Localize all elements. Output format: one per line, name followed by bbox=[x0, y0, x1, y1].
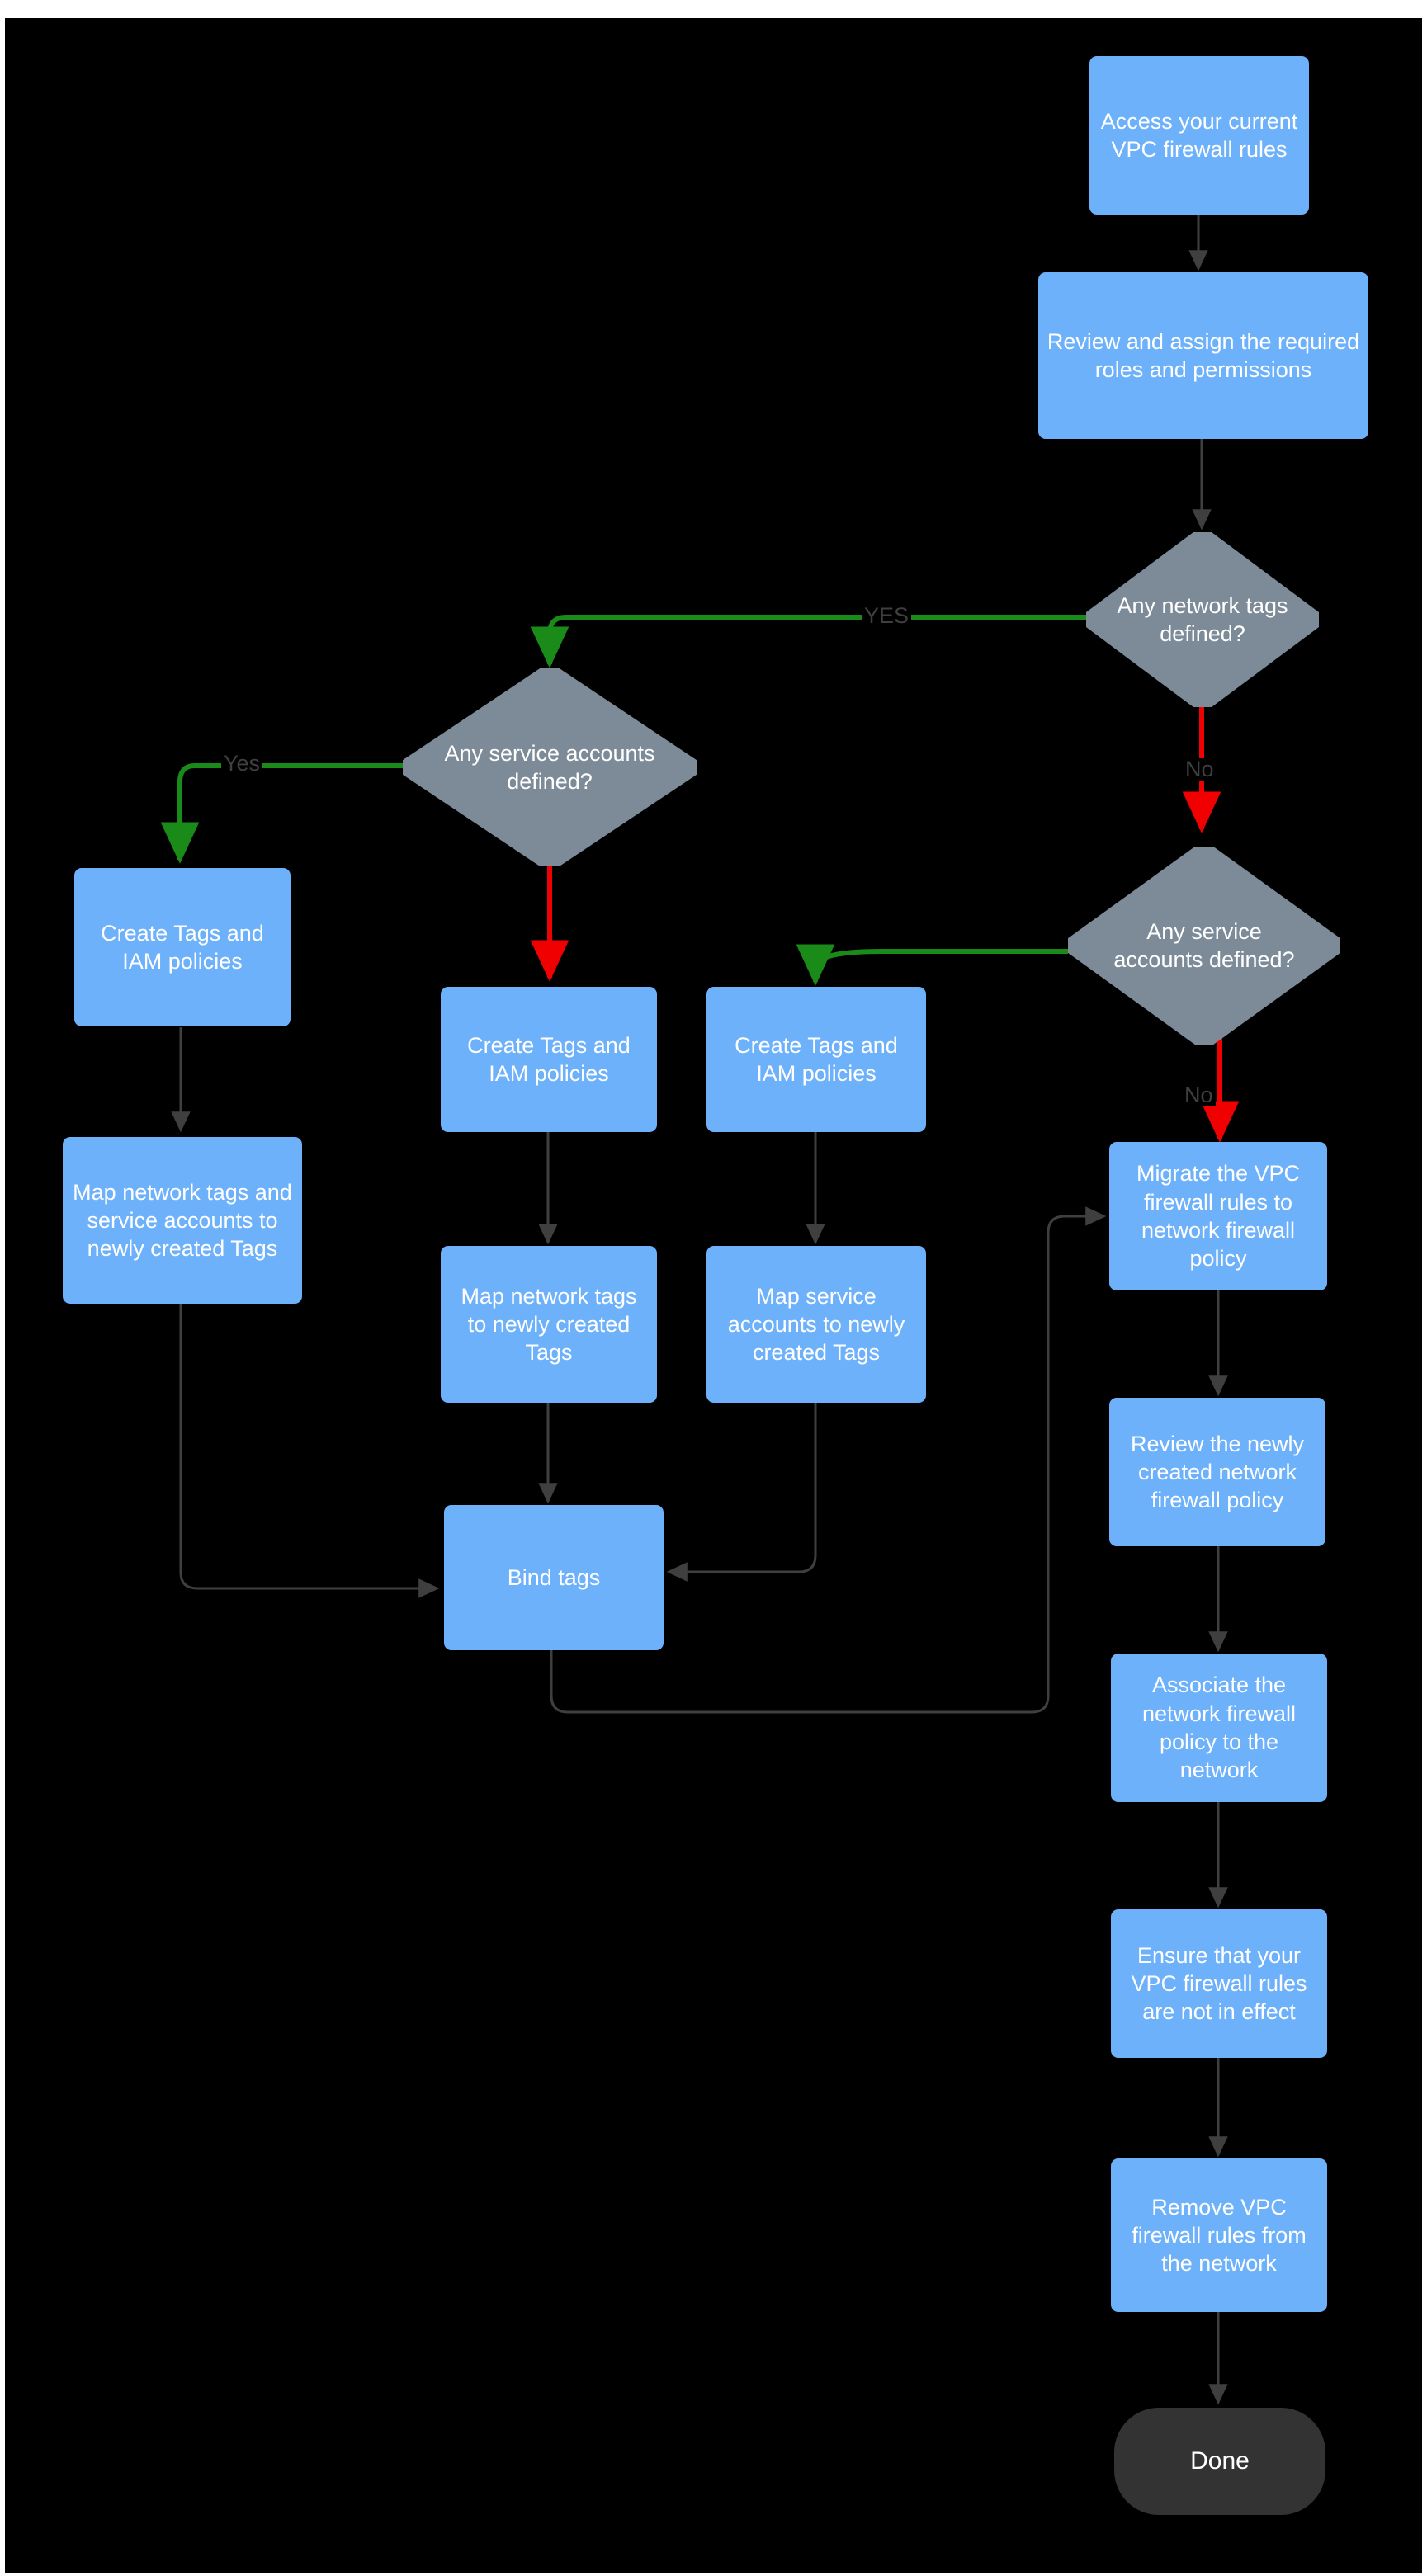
node-label: Create Tags and IAM policies bbox=[467, 1032, 631, 1086]
node-review-roles[interactable]: Review and assign the required roles and… bbox=[1038, 272, 1368, 439]
node-review-new-policy[interactable]: Review the newly created network firewal… bbox=[1109, 1398, 1325, 1546]
left-margin bbox=[0, 18, 5, 2576]
node-map-service-accounts[interactable]: Map service accounts to newly created Ta… bbox=[706, 1246, 926, 1403]
diamond-shape bbox=[403, 668, 697, 866]
node-any-service-accounts-defined-right[interactable]: Any service accounts defined? bbox=[1068, 847, 1340, 1045]
node-label: Migrate the VPC firewall rules to networ… bbox=[1136, 1161, 1301, 1271]
node-label: Ensure that your VPC firewall rules are … bbox=[1131, 1942, 1307, 2025]
node-done[interactable]: Done bbox=[1114, 2408, 1325, 2515]
node-any-service-accounts-defined-left[interactable]: Any service accounts defined? bbox=[403, 668, 697, 866]
node-associate-policy-to-network[interactable]: Associate the network firewall policy to… bbox=[1111, 1654, 1327, 1802]
node-label: Map network tags to newly created Tags bbox=[461, 1283, 637, 1366]
node-any-network-tags-defined[interactable]: Any network tags defined? bbox=[1086, 532, 1319, 707]
diamond-shape bbox=[1086, 532, 1319, 707]
node-label: Review and assign the required roles and… bbox=[1047, 328, 1360, 382]
node-access[interactable]: Access your current VPC firewall rules bbox=[1089, 56, 1309, 215]
edge-label-tags-yes: YES bbox=[862, 605, 912, 627]
node-label: Create Tags and IAM policies bbox=[735, 1032, 898, 1086]
node-label: Associate the network firewall policy to… bbox=[1141, 1673, 1297, 1783]
top-margin bbox=[0, 0, 1427, 18]
node-ensure-rules-not-in-effect[interactable]: Ensure that your VPC firewall rules are … bbox=[1111, 1909, 1327, 2058]
right-margin bbox=[1422, 18, 1427, 2576]
node-create-tags-iam-right[interactable]: Create Tags and IAM policies bbox=[706, 987, 926, 1132]
node-label: Remove VPC firewall rules from the netwo… bbox=[1132, 2194, 1307, 2276]
edge-label-tags-no: No bbox=[1183, 758, 1217, 781]
node-create-tags-iam-left[interactable]: Create Tags and IAM policies bbox=[74, 868, 291, 1026]
edge-label-service-left-yes: Yes bbox=[221, 753, 263, 775]
node-bind-tags[interactable]: Bind tags bbox=[444, 1505, 664, 1650]
node-label: Review the newly created network firewal… bbox=[1130, 1431, 1305, 1513]
node-label: Done bbox=[1190, 2446, 1250, 2475]
node-remove-vpc-rules[interactable]: Remove VPC firewall rules from the netwo… bbox=[1111, 2158, 1327, 2312]
node-label: Map network tags and service accounts to… bbox=[73, 1179, 292, 1262]
node-label: Map service accounts to newly created Ta… bbox=[727, 1283, 905, 1366]
node-label: Any service accounts defined? bbox=[444, 740, 655, 794]
node-map-network-tags-and-service-accounts[interactable]: Map network tags and service accounts to… bbox=[63, 1137, 302, 1304]
edge-label-service-right-no: No bbox=[1182, 1084, 1216, 1106]
bottom-margin bbox=[0, 2573, 1427, 2576]
node-create-tags-iam-middle[interactable]: Create Tags and IAM policies bbox=[441, 987, 657, 1132]
node-label: Any service accounts defined? bbox=[1113, 918, 1295, 972]
node-label: Any network tags defined? bbox=[1117, 592, 1288, 646]
node-label: Create Tags and IAM policies bbox=[101, 920, 264, 974]
node-map-network-tags[interactable]: Map network tags to newly created Tags bbox=[441, 1246, 657, 1403]
node-label: Bind tags bbox=[507, 1564, 601, 1590]
node-label: Access your current VPC firewall rules bbox=[1100, 108, 1298, 162]
diamond-shape bbox=[1068, 847, 1340, 1045]
node-migrate-vpc-rules[interactable]: Migrate the VPC firewall rules to networ… bbox=[1109, 1142, 1327, 1290]
